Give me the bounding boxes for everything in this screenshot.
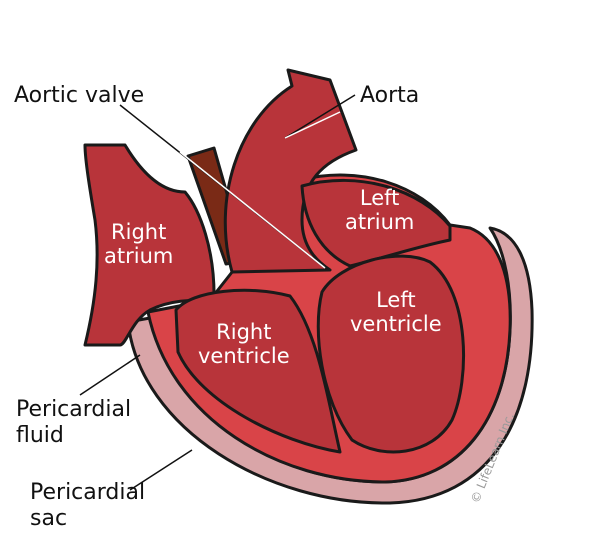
label-left-atrium: Left atrium: [345, 186, 415, 234]
left-atrium: [300, 178, 452, 268]
label-right-ventricle: Right ventricle: [198, 320, 290, 368]
leader-pericardial-sac: [129, 449, 193, 491]
label-aorta: Aorta: [360, 83, 420, 108]
label-aortic-valve: Aortic valve: [14, 83, 145, 108]
left-ventricle: [316, 254, 465, 454]
leader-pericardial-fluid: [79, 354, 141, 396]
label-pericardial-sac: Pericardial sac: [30, 480, 146, 531]
right-atrium: [83, 143, 216, 347]
label-pericardial-fluid: Pericardial fluid: [16, 397, 132, 448]
label-right-atrium: Right atrium: [104, 220, 174, 268]
right-ventricle: [174, 288, 342, 454]
leader-aorta: [284, 94, 356, 139]
label-left-ventricle: Left ventricle: [350, 288, 442, 336]
